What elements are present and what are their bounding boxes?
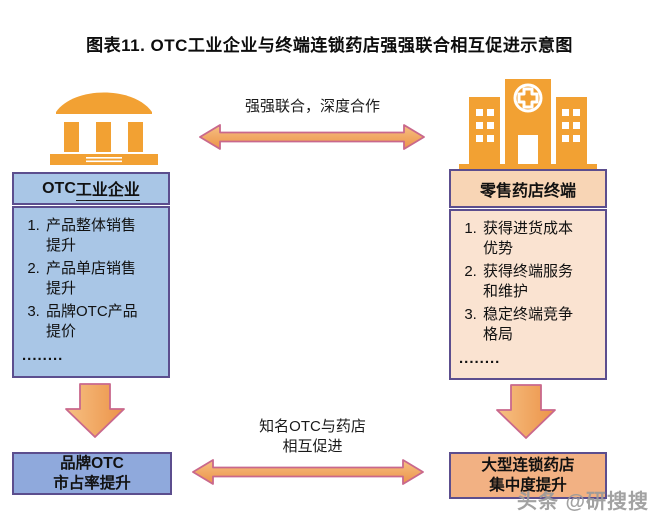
watermark-text: 头条 @研搜搜	[517, 491, 650, 513]
right-down-arrow	[496, 384, 556, 439]
left-outcome-line2: 市占率提升	[53, 474, 131, 492]
right-outcome-line2: 集中度提升	[489, 476, 567, 494]
left-entity-underlined: 工业企业	[75, 176, 140, 201]
bottom-arrow-caption: 知名OTC与药店 相互促进	[205, 417, 420, 456]
list-item: 获得进货成本优势	[481, 219, 587, 259]
bottom-double-arrow	[192, 459, 424, 485]
figure-title: 图表11. OTC工业企业与终端连锁药店强强联合相互促进示意图	[86, 36, 573, 55]
bottom-caption-line2: 相互促进	[282, 437, 343, 455]
bank-building-icon	[50, 92, 158, 165]
left-down-arrow	[65, 383, 125, 438]
left-benefits-box: 产品整体销售提升 产品单店销售提升 品牌OTC产品提价 ........	[12, 206, 170, 378]
right-outcome-box: 大型连锁药店 集中度提升	[449, 452, 607, 499]
list-item: 产品整体销售提升	[44, 216, 148, 256]
top-arrow-caption: 强强联合，深度合作	[244, 98, 380, 115]
left-outcome-box: 品牌OTC 市占率提升	[12, 452, 172, 495]
list-item: 稳定终端竞争格局	[481, 305, 587, 345]
left-ellipsis: ........	[22, 346, 64, 364]
right-ellipsis: ........	[459, 349, 501, 367]
list-item: 产品单店销售提升	[44, 259, 148, 299]
pharmacy-building-icon	[459, 79, 597, 174]
right-benefits-box: 获得进货成本优势 获得终端服务和维护 稳定终端竞争格局 ........	[449, 209, 607, 380]
right-outcome-line1: 大型连锁药店	[481, 457, 575, 475]
left-entity-prefix: OTC	[42, 179, 76, 197]
left-outcome-line1: 品牌OTC	[60, 455, 124, 473]
right-entity-box: 零售药店终端	[449, 169, 607, 208]
list-item: 品牌OTC产品提价	[44, 302, 148, 342]
right-benefits-list: 获得进货成本优势 获得终端服务和维护 稳定终端竞争格局	[457, 219, 587, 345]
list-item: 获得终端服务和维护	[481, 262, 587, 302]
left-benefits-list: 产品整体销售提升 产品单店销售提升 品牌OTC产品提价	[20, 216, 148, 342]
bottom-caption-line1: 知名OTC与药店	[259, 418, 366, 435]
top-double-arrow	[199, 124, 425, 150]
